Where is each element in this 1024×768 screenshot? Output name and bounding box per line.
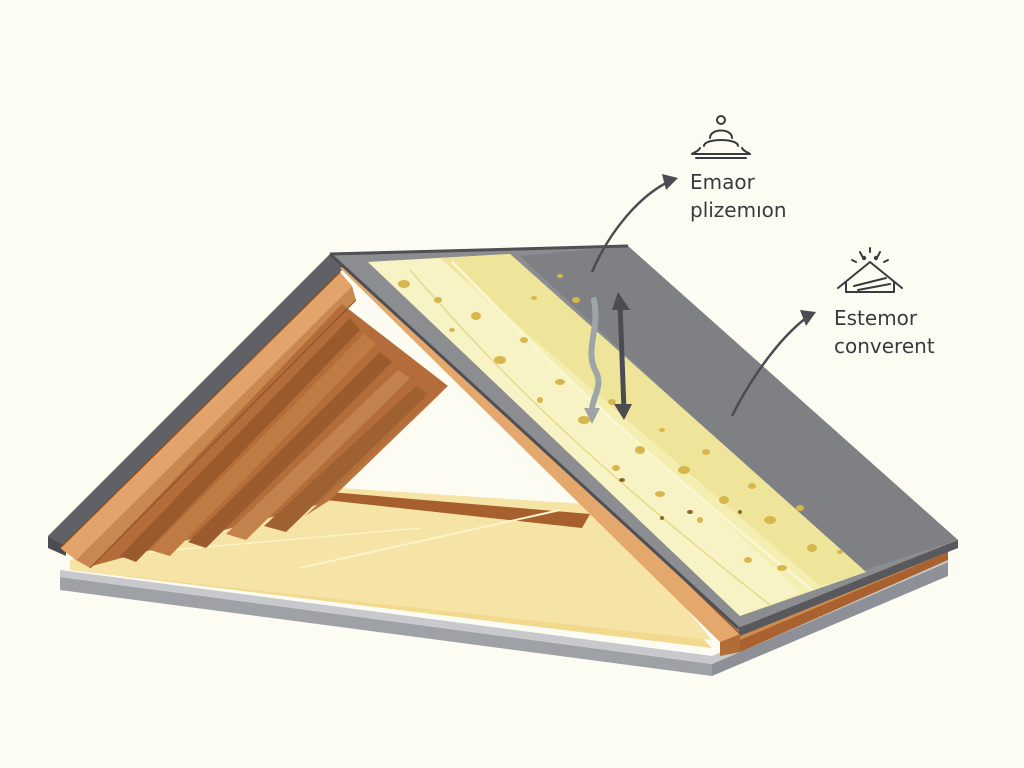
insulation-layer <box>368 254 866 616</box>
callout-lower-line2: converent <box>834 334 935 358</box>
foundation-slab <box>60 555 948 676</box>
callout-lower-line1: Estemor <box>834 306 918 330</box>
roof-house-icon <box>837 247 903 293</box>
callout-label-upper: Emaor plizemıon <box>690 168 787 224</box>
left-rafter-frame <box>59 271 448 569</box>
callout-upper-line1: Emaor <box>690 170 755 194</box>
airflow-arrows <box>584 292 632 424</box>
dome-bell-icon <box>691 115 751 159</box>
left-roof-slope <box>48 254 348 556</box>
callout-arrows <box>590 174 816 417</box>
callout-label-lower: Estemor converent <box>834 304 935 360</box>
callout-upper-line2: plizemıon <box>690 198 787 222</box>
